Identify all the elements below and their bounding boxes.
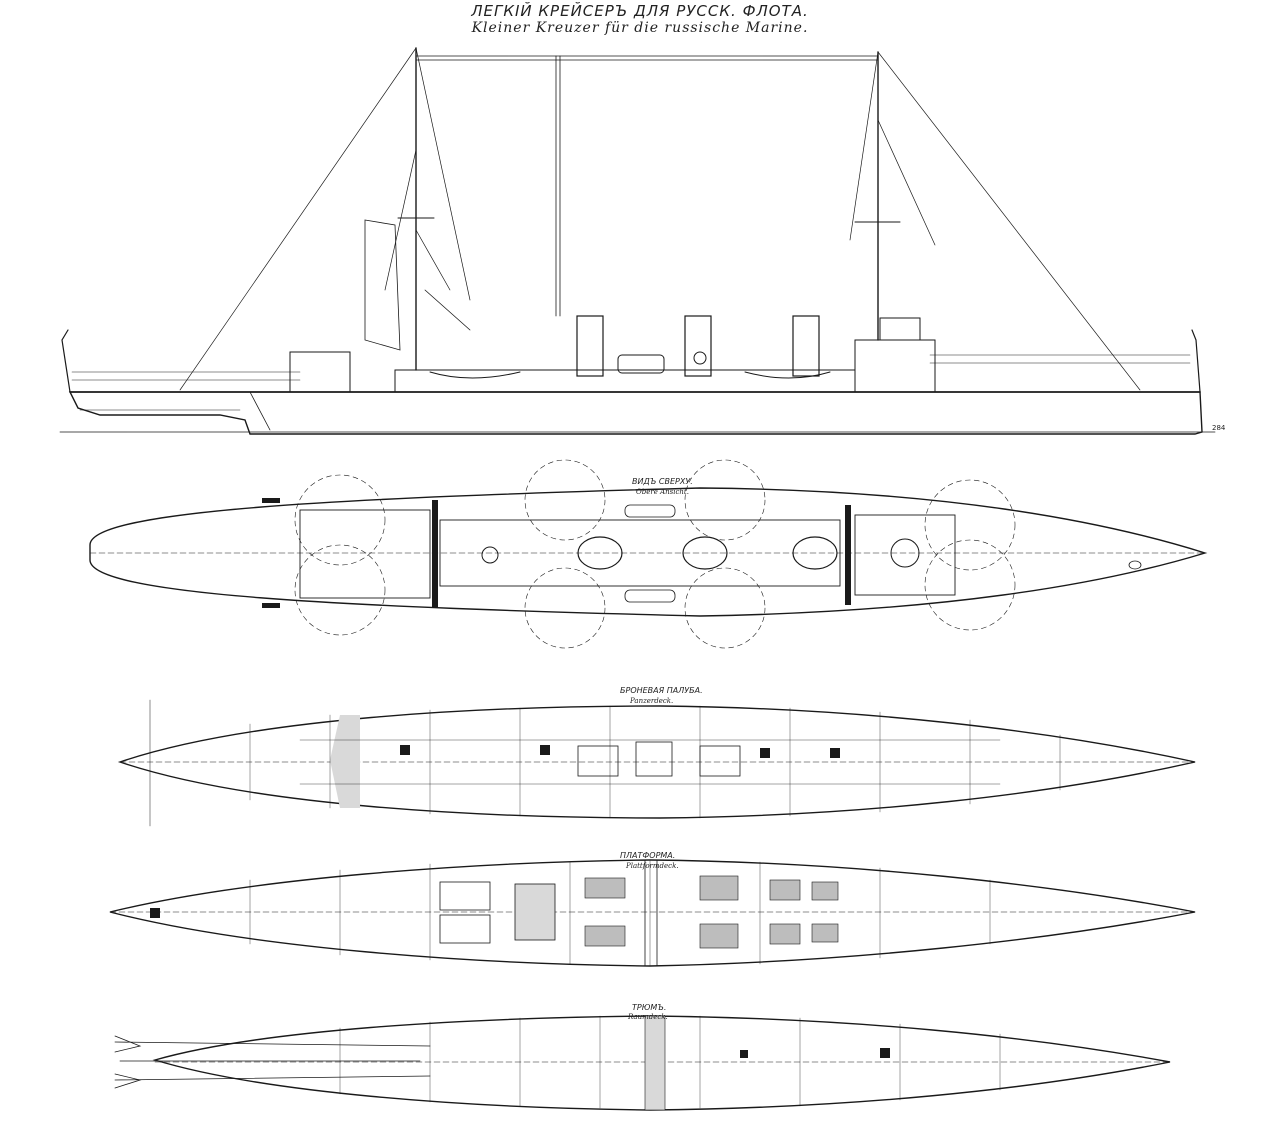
aft-superstructure xyxy=(289,351,351,393)
boiler-rooms xyxy=(584,875,839,949)
boat-fwd xyxy=(744,371,831,379)
armour-deck-frames xyxy=(249,705,1061,819)
platform-frames xyxy=(249,859,991,967)
fwd-railing xyxy=(929,354,1191,364)
top-view-outline xyxy=(89,487,1208,617)
hold-plan: ТРЮМЪ. Raumdeck. xyxy=(114,1003,1171,1111)
funnel-2-plan xyxy=(682,536,728,570)
side-profile: 284 xyxy=(59,47,1226,435)
propeller-shafts xyxy=(114,1035,431,1089)
funnel-3 xyxy=(792,315,820,377)
title-german: Kleiner Kreuzer für die russische Marine… xyxy=(471,20,809,36)
top-view-plan: ВИДЪ СВЕРХУ. Obere Ansicht. xyxy=(89,459,1208,649)
wireless-aerial xyxy=(415,55,879,317)
funnel-2 xyxy=(684,315,712,377)
hold-label-ru: ТРЮМЪ. xyxy=(632,1003,666,1012)
platform-deck-plan: ПЛАТФОРМА. Plattformdeck. xyxy=(109,851,1196,967)
top-view-label-de: Obere Ansicht. xyxy=(636,488,689,496)
boat-aft xyxy=(429,371,521,379)
top-view-label-ru: ВИДЪ СВЕРХУ. xyxy=(632,477,693,486)
scale-mark: 284 xyxy=(1212,424,1226,432)
funnel-3-plan xyxy=(792,536,838,570)
hold-frames xyxy=(339,1015,1001,1109)
gun-arcs xyxy=(294,459,1016,649)
platform-label-ru: ПЛАТФОРМА. xyxy=(620,851,675,860)
armour-deck-plan: БРОНЕВАЯ ПАЛУБА. Panzerdeck. xyxy=(117,686,1196,827)
bridge-top xyxy=(879,317,921,341)
funnel-1 xyxy=(576,315,604,377)
hold-outline xyxy=(152,1015,1171,1111)
armour-deck-label-de: Panzerdeck. xyxy=(629,697,673,705)
derrick-sail xyxy=(364,219,401,351)
platform-deck-outline xyxy=(109,859,1196,967)
rigging xyxy=(179,47,1141,391)
hold-label-de: Raumdeck. xyxy=(627,1013,668,1021)
forward-bridge xyxy=(854,339,936,393)
platform-label-de: Plattformdeck. xyxy=(625,862,679,870)
boat-midships xyxy=(617,354,665,374)
aft-railing xyxy=(71,371,301,381)
armour-deck-label-ru: БРОНЕВАЯ ПАЛУБА. xyxy=(620,686,703,695)
title-russian: ЛЕГКІЙ КРЕЙСЕРЪ ДЛЯ РУССК. ФЛОТА. xyxy=(471,2,809,20)
funnel-1-plan xyxy=(577,536,623,570)
hull-profile xyxy=(68,391,1203,435)
